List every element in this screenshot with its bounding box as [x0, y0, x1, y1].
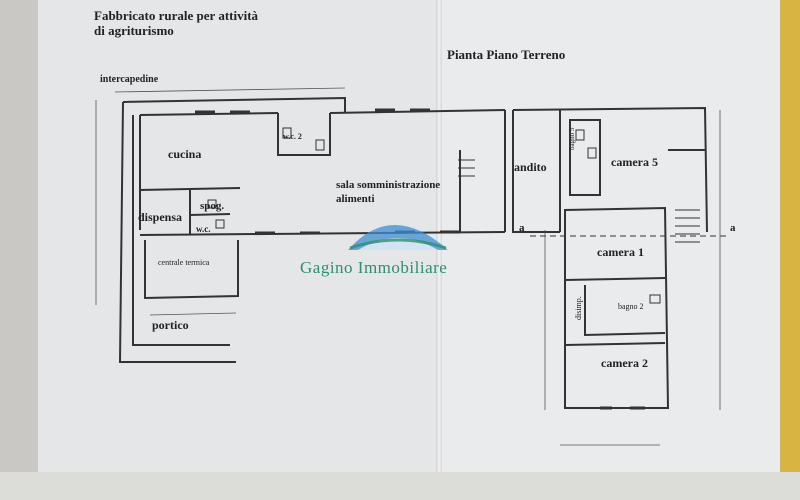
label-camera-5: camera 5	[611, 155, 658, 169]
background-edge	[780, 0, 800, 500]
label-cucina: cucina	[168, 147, 202, 161]
label-centrale-termica: centrale termica	[158, 258, 210, 267]
label-camera-2: camera 2	[601, 356, 648, 370]
paper-right-page	[440, 0, 780, 500]
title-line-1: Fabbricato rurale per attività	[94, 8, 259, 23]
label-bagno-2: bagno 2	[618, 302, 644, 311]
watermark-logo	[348, 225, 448, 250]
section-marker-a-left: a	[519, 222, 525, 234]
inner-west-wall	[132, 115, 230, 346]
drawing-title: Fabbricato rurale per attività di agritu…	[94, 8, 258, 38]
right-north-wall	[512, 106, 708, 233]
label-disimp: disimp.	[574, 296, 583, 320]
label-bagno-5: bagno 5	[568, 127, 576, 150]
label-wc: w.c.	[196, 224, 211, 234]
wc2-walls	[277, 113, 331, 156]
label-andito: andito	[514, 160, 547, 174]
label-wc2: w.c. 2	[283, 132, 302, 141]
label-sala-line-1: sala somministrazione	[336, 179, 441, 191]
label-portico: portico	[152, 318, 189, 332]
centrale-termica-walls	[144, 240, 239, 300]
paper-bottom	[0, 472, 800, 500]
paper-edge	[0, 0, 38, 500]
cucina-south-wall	[139, 187, 241, 191]
label-sala-line-2: alimenti	[336, 193, 375, 205]
label-sala-somministrazione: sala somministrazione alimenti	[336, 178, 440, 206]
label-camera-1: camera 1	[597, 245, 644, 259]
cucina-north-wall	[139, 112, 279, 116]
label-spog: spog.	[200, 200, 225, 212]
section-marker-a-right: a	[730, 222, 736, 234]
label-dispensa: dispensa	[138, 210, 183, 224]
watermark-text: Gagino Immobiliare	[300, 258, 448, 277]
drawing-subtitle: Pianta Piano Terreno	[447, 47, 566, 62]
title-line-2: di agriturismo	[94, 23, 174, 38]
west-wall	[118, 101, 236, 363]
east-block-walls	[564, 206, 670, 409]
label-intercapedine: intercapedine	[100, 74, 159, 85]
north-wall	[122, 96, 346, 112]
bagno5-walls	[569, 119, 601, 196]
